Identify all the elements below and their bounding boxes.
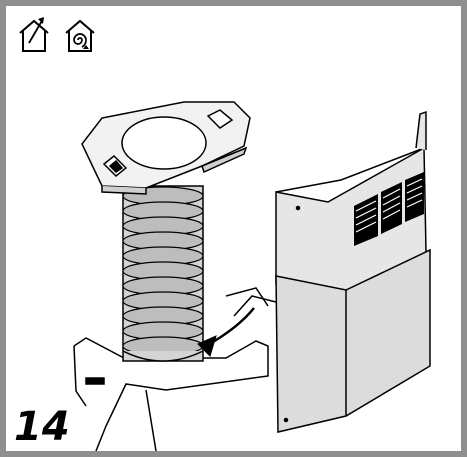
insertion-arrow xyxy=(197,295,277,357)
flexible-duct xyxy=(122,185,204,362)
step-number: 14 xyxy=(14,404,70,450)
hood-chimney-assembly-illustration xyxy=(73,101,431,451)
chimney-cover xyxy=(275,110,431,433)
house-with-outward-arrow-icon xyxy=(16,16,52,54)
hood-canopy-base xyxy=(73,287,269,451)
house-with-recirculation-spiral-icon xyxy=(62,16,98,54)
mounting-plate xyxy=(81,101,251,195)
